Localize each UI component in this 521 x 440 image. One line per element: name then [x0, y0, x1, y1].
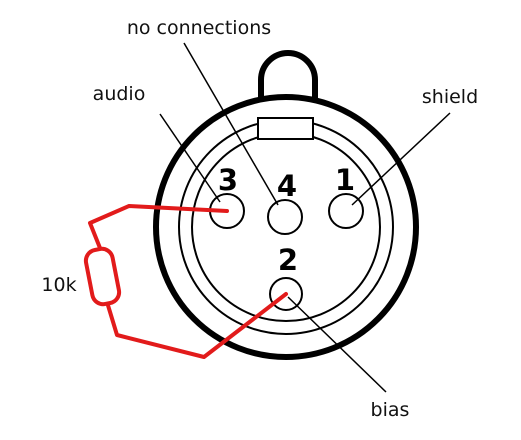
connector-key-notch — [257, 117, 314, 140]
resistor-10k — [83, 246, 122, 307]
wire-resistor-to-pin2 — [105, 292, 288, 359]
leader-no-connections — [183, 42, 279, 206]
label-no-connections: no connections — [127, 17, 271, 39]
pin-socket-4 — [267, 199, 303, 235]
label-shield: shield — [422, 86, 478, 108]
label-bias: bias — [371, 399, 410, 421]
pin-number-1: 1 — [335, 163, 355, 197]
leader-bias — [287, 296, 387, 393]
pin-number-4: 4 — [277, 169, 297, 203]
pin-number-2: 2 — [278, 243, 298, 277]
pin-number-3: 3 — [218, 163, 238, 197]
wire-pin3-to-resistor — [88, 204, 229, 250]
label-audio: audio — [93, 83, 146, 105]
leader-audio — [159, 113, 221, 203]
label-resistor-value: 10k — [41, 274, 76, 296]
connector-tab — [258, 50, 318, 100]
leader-shield — [351, 112, 451, 206]
